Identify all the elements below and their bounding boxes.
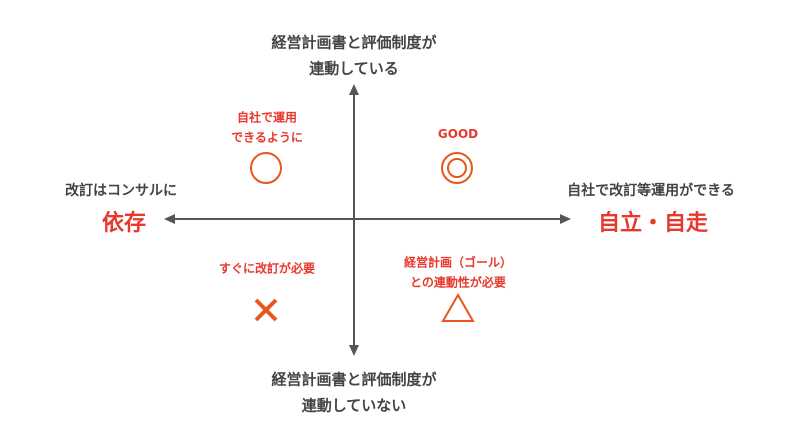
bottom-axis-line2: 連動していない — [301, 396, 407, 415]
bottom-left-label: すぐに改訂が必要 — [218, 261, 316, 276]
arrow-right-icon — [560, 214, 571, 224]
bottom-right-line1: 経営計画（ゴール） — [403, 255, 513, 270]
bottom-right-line2: との連動性が必要 — [410, 275, 506, 290]
cross-icon — [254, 298, 278, 322]
top-left-line2: できるように — [231, 130, 303, 145]
double-circle-inner — [447, 158, 467, 178]
arrow-down-icon — [349, 345, 359, 356]
left-axis-label: 依存 — [101, 211, 147, 236]
right-axis-label: 自立・自走 — [597, 211, 709, 236]
top-axis-line2: 連動している — [309, 59, 399, 78]
arrow-up-icon — [349, 84, 359, 95]
circle-icon — [250, 152, 282, 184]
top-axis-line1: 経営計画書と評価制度が — [271, 33, 437, 52]
triangle-icon — [441, 292, 475, 322]
left-axis-caption: 改訂はコンサルに — [65, 183, 177, 199]
bottom-axis-line1: 経営計画書と評価制度が — [271, 370, 437, 389]
arrow-left-icon — [164, 214, 175, 224]
top-right-label: GOOD — [437, 127, 479, 141]
double-circle-icon — [441, 152, 473, 184]
top-left-line1: 自社で運用 — [236, 110, 298, 125]
right-axis-caption: 自社で改訂等運用ができる — [567, 183, 735, 199]
